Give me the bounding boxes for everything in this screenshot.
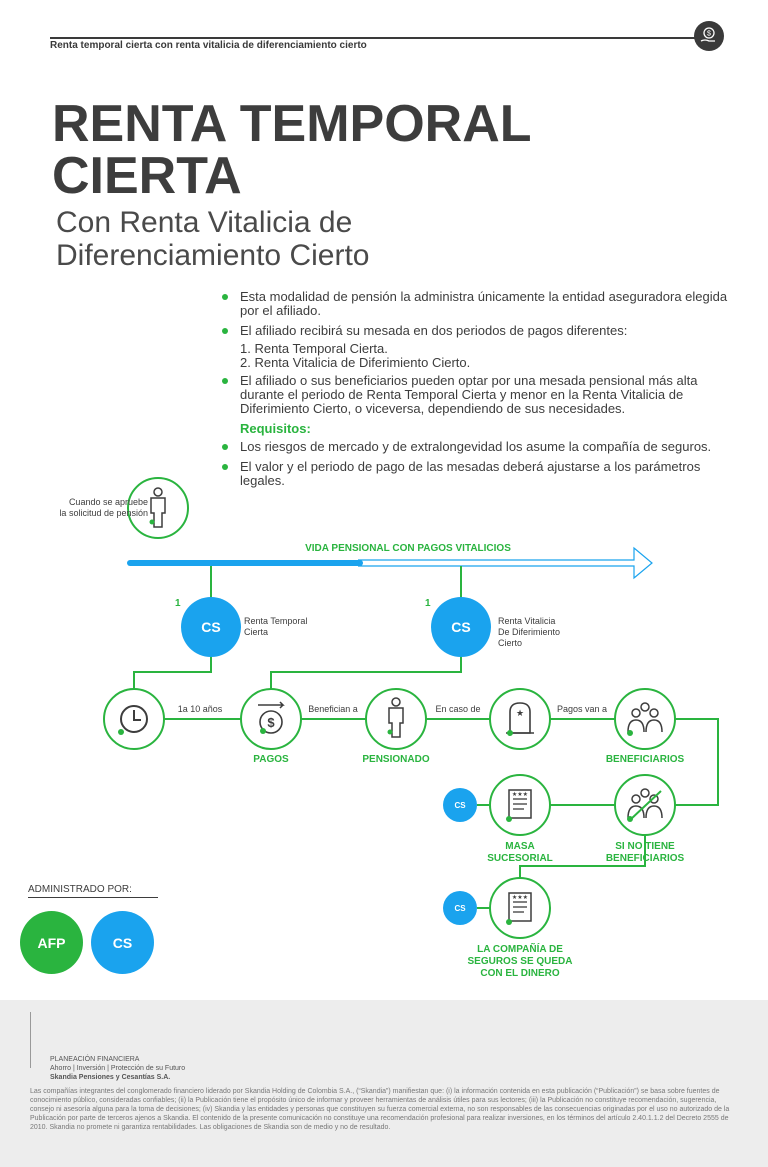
node-label: Renta Vitalicia De Diferimiento Cierto xyxy=(498,616,561,648)
clock-icon xyxy=(103,688,165,750)
connector-label: Benefician a xyxy=(303,704,363,715)
caption-no-beneficiarios: SI NO TIENE BENEFICIARIOS xyxy=(605,841,685,864)
cs-admin-badge: CS xyxy=(91,911,154,974)
divider xyxy=(28,897,158,898)
svg-text:$: $ xyxy=(707,31,711,38)
pensioner-icon xyxy=(365,688,427,750)
node-label: Renta Temporal Cierta xyxy=(244,616,308,637)
brand-mark xyxy=(30,1012,36,1068)
caption-masa-sucesorial: MASA SUCESORIAL xyxy=(487,841,553,864)
money-hand-icon: $ xyxy=(694,21,724,51)
connector-label: 1a 10 años xyxy=(170,704,230,715)
tombstone-icon: ★ xyxy=(489,688,551,750)
scroll-icon: ★★★ xyxy=(489,774,551,836)
afp-badge: AFP xyxy=(20,911,83,974)
cs-badge: CS xyxy=(443,891,477,925)
administered-by-label: ADMINISTRADO POR: xyxy=(28,884,132,895)
list-item: Esta modalidad de pensión la administra … xyxy=(222,290,742,318)
group-icon xyxy=(614,688,676,750)
scroll-icon: ★★★ xyxy=(489,877,551,939)
connector-label: Pagos van a xyxy=(552,704,612,715)
bullet-list: Esta modalidad de pensión la administra … xyxy=(222,290,742,494)
footer xyxy=(0,1000,768,1167)
list-item: El afiliado recibirá su mesada en dos pe… xyxy=(222,324,742,338)
cs-badge: CS xyxy=(443,788,477,822)
caption-pagos: PAGOS xyxy=(253,754,289,765)
caption-pensionado: PENSIONADO xyxy=(362,754,430,765)
no-group-icon xyxy=(614,774,676,836)
connector-label: En caso de xyxy=(428,704,488,715)
payment-icon: $ xyxy=(240,688,302,750)
svg-text:★: ★ xyxy=(516,708,524,718)
flow-diagram: $ ★ xyxy=(103,477,719,939)
caption-beneficiarios: BENEFICIARIOS xyxy=(605,754,685,765)
start-label: Cuando se apruebe la solicitud de pensió… xyxy=(59,497,148,518)
timeline-arrow xyxy=(358,546,653,580)
list-item: Los riesgos de mercado y de extralongevi… xyxy=(222,440,742,454)
list-item: El afiliado o sus beneficiarios pueden o… xyxy=(222,374,742,416)
document-title: Renta temporal cierta con renta vitalici… xyxy=(50,40,367,51)
caption-compania: LA COMPAÑÍA DE SEGUROS SE QUEDA CON EL D… xyxy=(467,944,573,979)
timeline-label: VIDA PENSIONAL CON PAGOS VITALICIOS xyxy=(305,543,511,554)
header-rule xyxy=(50,37,700,39)
disclaimer-text: Las compañías integrantes del conglomera… xyxy=(30,1088,730,1131)
svg-text:★★★: ★★★ xyxy=(512,791,528,798)
sub-list: 1. Renta Temporal Cierta. 2. Renta Vital… xyxy=(240,341,471,370)
footer-heading: PLANEACIÓN FINANCIERA Ahorro | Inversión… xyxy=(50,1056,186,1081)
step-number: 1 xyxy=(175,598,181,609)
step-number: 1 xyxy=(425,598,431,609)
requisitos-heading: Requisitos: xyxy=(240,421,311,436)
cs-badge: CS xyxy=(431,597,491,657)
list-item: El valor y el periodo de pago de las mes… xyxy=(222,460,742,488)
subtitle: Con Renta Vitalicia de Diferenciamiento … xyxy=(56,206,370,272)
main-title: RENTA TEMPORAL CIERTA xyxy=(52,95,532,205)
person-icon xyxy=(127,477,189,539)
svg-text:★★★: ★★★ xyxy=(512,894,528,901)
svg-text:$: $ xyxy=(267,715,275,730)
cs-badge: CS xyxy=(181,597,241,657)
